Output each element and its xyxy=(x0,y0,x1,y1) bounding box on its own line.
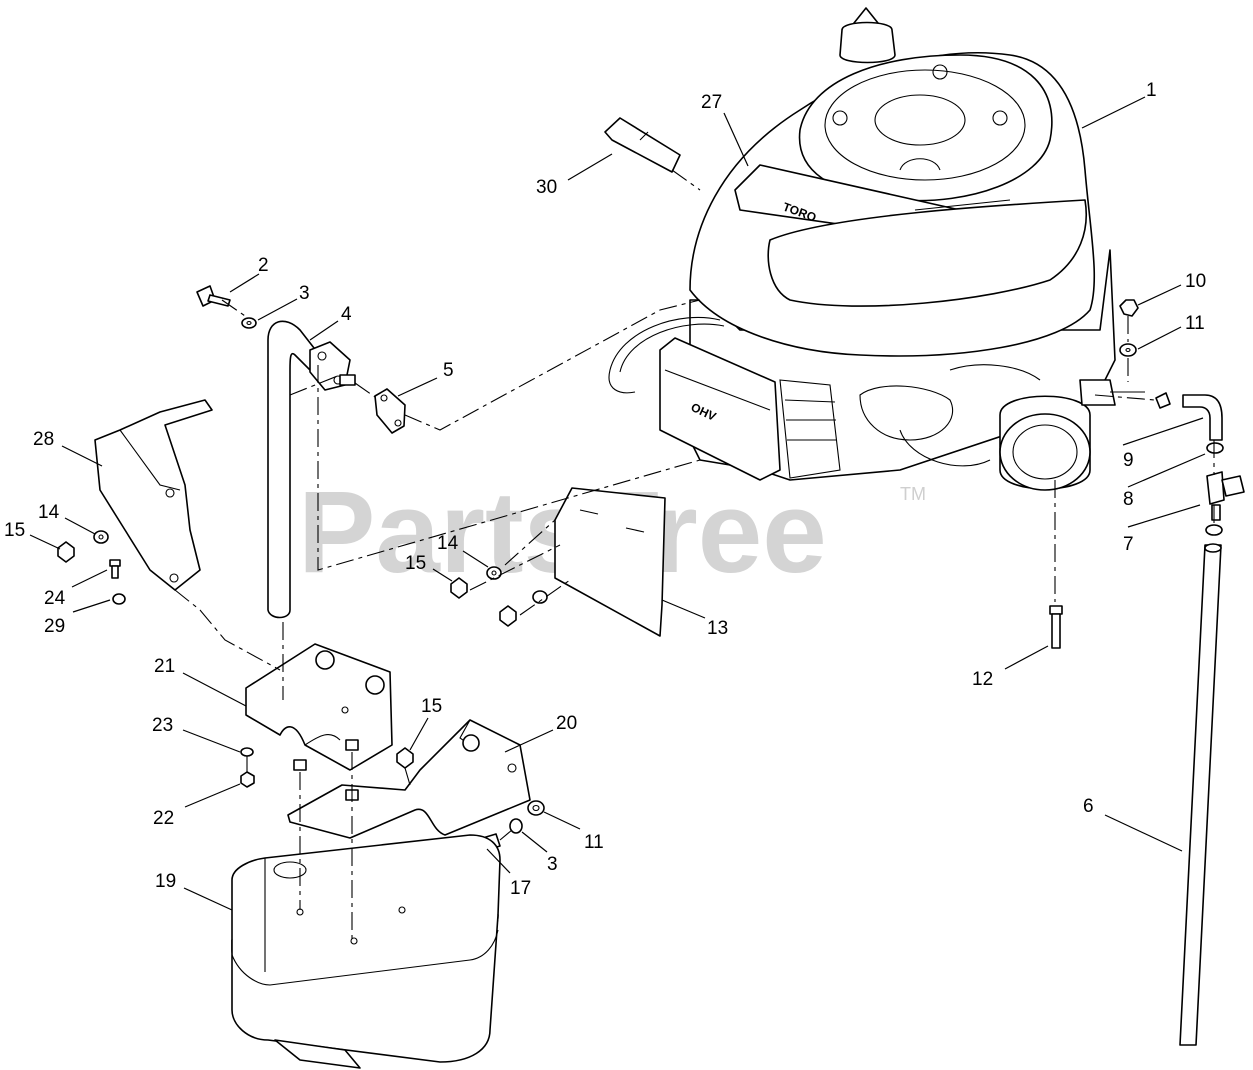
part-10-nut[interactable] xyxy=(1119,299,1139,317)
callout-5: 5 xyxy=(443,360,454,381)
part-24-bolt[interactable] xyxy=(109,559,121,579)
part-15-bolt-center[interactable] xyxy=(450,577,468,599)
part-6-fuel-line[interactable] xyxy=(1179,543,1222,1046)
part-11-washer-right[interactable] xyxy=(1119,343,1137,357)
callout-15-left: 15 xyxy=(4,520,25,541)
callout-3-lower: 3 xyxy=(547,854,558,875)
part-3-washer-top[interactable] xyxy=(241,317,257,329)
part-4-exhaust-pipe[interactable] xyxy=(267,320,356,619)
part-23-washer[interactable] xyxy=(240,747,254,757)
callout-29: 29 xyxy=(44,616,65,637)
callout-11-lower: 11 xyxy=(584,832,604,853)
callout-23: 23 xyxy=(152,715,173,736)
callout-15-lower: 15 xyxy=(421,696,442,717)
callout-30: 30 xyxy=(536,177,557,198)
callout-7: 7 xyxy=(1123,534,1134,555)
callout-4: 4 xyxy=(341,304,352,325)
part-3-washer-lower[interactable] xyxy=(509,818,523,834)
callouts: 1 27 30 2 3 4 5 28 14 15 24 29 14 15 13 … xyxy=(4,80,1206,899)
callout-20: 20 xyxy=(556,713,577,734)
watermark-trademark: TM xyxy=(900,484,926,504)
part-12-bolt[interactable] xyxy=(1049,605,1063,649)
callout-21: 21 xyxy=(154,656,175,677)
callout-14-center: 14 xyxy=(437,533,459,554)
part-28-heat-shield[interactable] xyxy=(94,399,213,591)
part-15-bolt-lower[interactable] xyxy=(396,747,414,769)
bracket-bolts[interactable] xyxy=(293,739,359,801)
engine-assembly[interactable]: TORO OHV xyxy=(608,7,1145,491)
callout-27: 27 xyxy=(701,92,722,113)
part-9-fuel-hose[interactable] xyxy=(1182,394,1223,441)
shield-bolt-lower[interactable] xyxy=(499,590,548,627)
callout-17: 17 xyxy=(510,878,531,899)
part-30-tube[interactable] xyxy=(604,117,701,191)
callout-6: 6 xyxy=(1083,796,1094,817)
callout-3-top: 3 xyxy=(299,283,310,304)
part-14-washer-center[interactable] xyxy=(486,566,502,580)
part-22-nut[interactable] xyxy=(240,771,255,788)
callout-13: 13 xyxy=(707,618,728,639)
hose-clamp-top[interactable] xyxy=(1155,392,1171,409)
part-14-washer-left[interactable] xyxy=(93,530,109,544)
leader-lines xyxy=(29,96,1206,911)
callout-14-left: 14 xyxy=(38,502,60,523)
part-7-fuel-shutoff[interactable] xyxy=(1206,471,1245,521)
callout-9: 9 xyxy=(1123,450,1134,471)
callout-1: 1 xyxy=(1146,80,1157,101)
callout-8: 8 xyxy=(1123,489,1134,510)
part-21-bracket[interactable] xyxy=(245,643,393,771)
part-5-gasket[interactable] xyxy=(374,388,406,434)
part-29-washer[interactable] xyxy=(112,593,126,605)
callout-10: 10 xyxy=(1185,271,1206,292)
callout-28: 28 xyxy=(33,429,54,450)
part-11-washer-lower[interactable] xyxy=(527,800,545,816)
callout-11-right: 11 xyxy=(1185,313,1205,334)
callout-22: 22 xyxy=(153,808,174,829)
part-19-muffler[interactable] xyxy=(231,834,501,1069)
part-13-shield[interactable] xyxy=(554,487,666,637)
part-8-clamp[interactable] xyxy=(1206,442,1224,454)
callout-2: 2 xyxy=(258,255,269,276)
part-15-bolt-left[interactable] xyxy=(57,541,75,563)
part-20-bracket[interactable] xyxy=(287,719,531,839)
part-2-bolt[interactable] xyxy=(196,285,231,307)
callout-19: 19 xyxy=(155,871,176,892)
callout-24: 24 xyxy=(44,588,66,609)
callout-15-center: 15 xyxy=(405,553,426,574)
callout-12: 12 xyxy=(972,669,993,690)
assembly-lines xyxy=(174,299,1215,940)
hose-clamp-bottom[interactable] xyxy=(1205,524,1223,536)
